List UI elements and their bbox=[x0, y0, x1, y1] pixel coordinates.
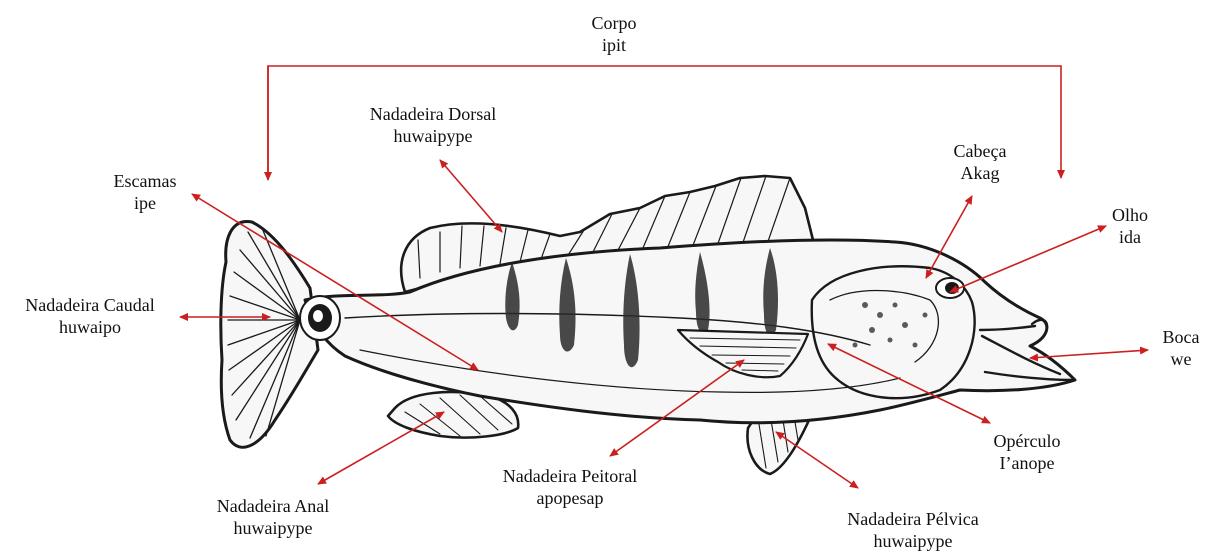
label-pelvica-local: huwaipype bbox=[808, 530, 1018, 552]
arrow-anal bbox=[318, 412, 444, 484]
caudal-fin bbox=[221, 221, 318, 447]
label-caudal-local: huwaipo bbox=[2, 316, 178, 338]
label-pelvica-pt: Nadadeira Pélvica bbox=[808, 508, 1018, 530]
arrow-boca bbox=[1030, 350, 1148, 358]
arrow-olho bbox=[950, 226, 1106, 292]
label-anal: Nadadeira Anal huwaipype bbox=[178, 495, 368, 539]
label-cabeca-local: Akag bbox=[940, 162, 1020, 184]
label-corpo: Corpo ipit bbox=[564, 12, 664, 56]
label-caudal: Nadadeira Caudal huwaipo bbox=[2, 294, 178, 338]
label-cabeca-pt: Cabeça bbox=[940, 140, 1020, 162]
label-corpo-local: ipit bbox=[564, 34, 664, 56]
label-olho-pt: Olho bbox=[1100, 204, 1160, 226]
arrow-dorsal bbox=[440, 160, 502, 232]
label-cabeca: Cabeça Akag bbox=[940, 140, 1020, 184]
caudal-spot bbox=[300, 296, 340, 340]
label-caudal-pt: Nadadeira Caudal bbox=[2, 294, 178, 316]
label-escamas-pt: Escamas bbox=[90, 170, 200, 192]
label-peitoral-pt: Nadadeira Peitoral bbox=[470, 465, 670, 487]
label-boca-local: we bbox=[1150, 348, 1212, 370]
label-peitoral-local: apopesap bbox=[470, 487, 670, 509]
label-escamas-local: ipe bbox=[90, 192, 200, 214]
label-boca: Boca we bbox=[1150, 326, 1212, 370]
label-corpo-pt: Corpo bbox=[564, 12, 664, 34]
label-operculo: Opérculo I’anope bbox=[972, 430, 1082, 474]
label-boca-pt: Boca bbox=[1150, 326, 1212, 348]
label-olho-local: ida bbox=[1100, 226, 1160, 248]
label-pelvica: Nadadeira Pélvica huwaipype bbox=[808, 508, 1018, 552]
label-dorsal-local: huwaipype bbox=[333, 125, 533, 147]
label-olho: Olho ida bbox=[1100, 204, 1160, 248]
label-operculo-pt: Opérculo bbox=[972, 430, 1082, 452]
label-anal-pt: Nadadeira Anal bbox=[178, 495, 368, 517]
label-dorsal: Nadadeira Dorsal huwaipype bbox=[333, 103, 533, 147]
label-dorsal-pt: Nadadeira Dorsal bbox=[333, 103, 533, 125]
label-operculo-local: I’anope bbox=[972, 452, 1082, 474]
label-anal-local: huwaipype bbox=[178, 517, 368, 539]
label-escamas: Escamas ipe bbox=[90, 170, 200, 214]
label-peitoral: Nadadeira Peitoral apopesap bbox=[470, 465, 670, 509]
arrow-pelvica bbox=[776, 432, 858, 488]
